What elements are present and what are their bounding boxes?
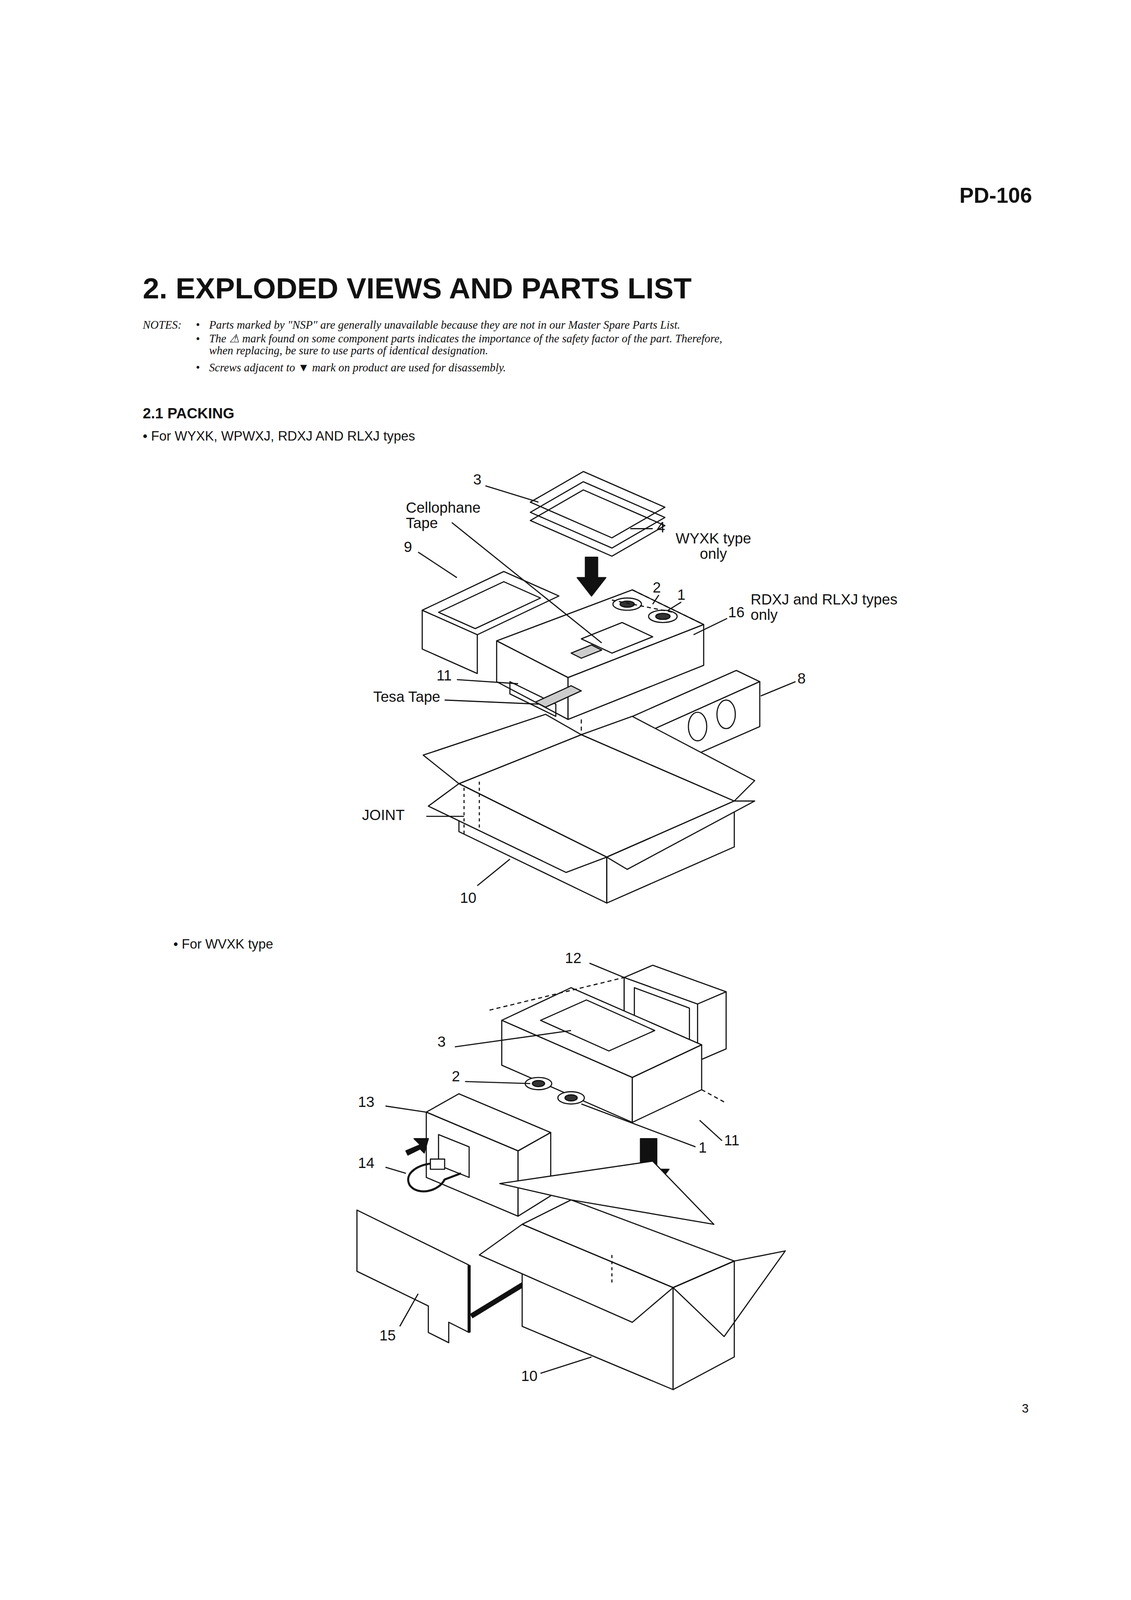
note-text: Screws adjacent to ▼ mark on product are… — [209, 361, 507, 375]
bullet: • — [195, 332, 200, 346]
callout-number: 16 — [728, 603, 745, 621]
part-note: Cellophane Tape — [405, 499, 488, 531]
callout-number: 13 — [358, 1093, 375, 1111]
callout-number: 10 — [460, 889, 477, 907]
callout-number: 1 — [677, 586, 686, 604]
callout-number: 9 — [403, 538, 412, 556]
callout-number: 3 — [473, 471, 482, 489]
callout-number: 2 — [652, 579, 661, 597]
variant-note: WYXK type only — [664, 530, 762, 562]
callout-number: 11 — [724, 1131, 740, 1149]
note-text: Parts marked by "NSP" are generally unav… — [209, 318, 681, 332]
page-title: 2. EXPLODED VIEWS AND PARTS LIST — [142, 271, 692, 306]
bullet: • — [195, 361, 200, 375]
variant-note: • For WYXK, WPWXJ, RDXJ AND RLXJ types — [142, 428, 416, 444]
note-text: The ⚠ mark found on some component parts… — [209, 332, 725, 357]
callout-number: 3 — [437, 1033, 446, 1051]
callout-number: 15 — [379, 1326, 396, 1344]
bullet: • — [195, 318, 200, 332]
page-number: 3 — [1021, 1401, 1029, 1416]
callout-number: 4 — [656, 518, 665, 537]
callout-number: 12 — [565, 949, 582, 967]
notes-heading: NOTES: — [142, 318, 182, 332]
callout-number: 10 — [521, 1367, 538, 1385]
part-note: Tesa Tape — [373, 688, 441, 706]
variant-note: • For WVXK type — [173, 936, 274, 952]
part-note: JOINT — [361, 806, 405, 824]
variant-note: RDXJ and RLXJ types only — [750, 591, 904, 623]
callout-number: 8 — [797, 670, 806, 688]
callout-number: 14 — [358, 1154, 375, 1172]
section-heading: 2.1 PACKING — [142, 405, 235, 423]
callout-number: 2 — [451, 1067, 461, 1085]
callout-number: 11 — [436, 667, 452, 685]
model-number: PD-106 — [959, 183, 1032, 209]
callout-number: 1 — [698, 1139, 707, 1157]
